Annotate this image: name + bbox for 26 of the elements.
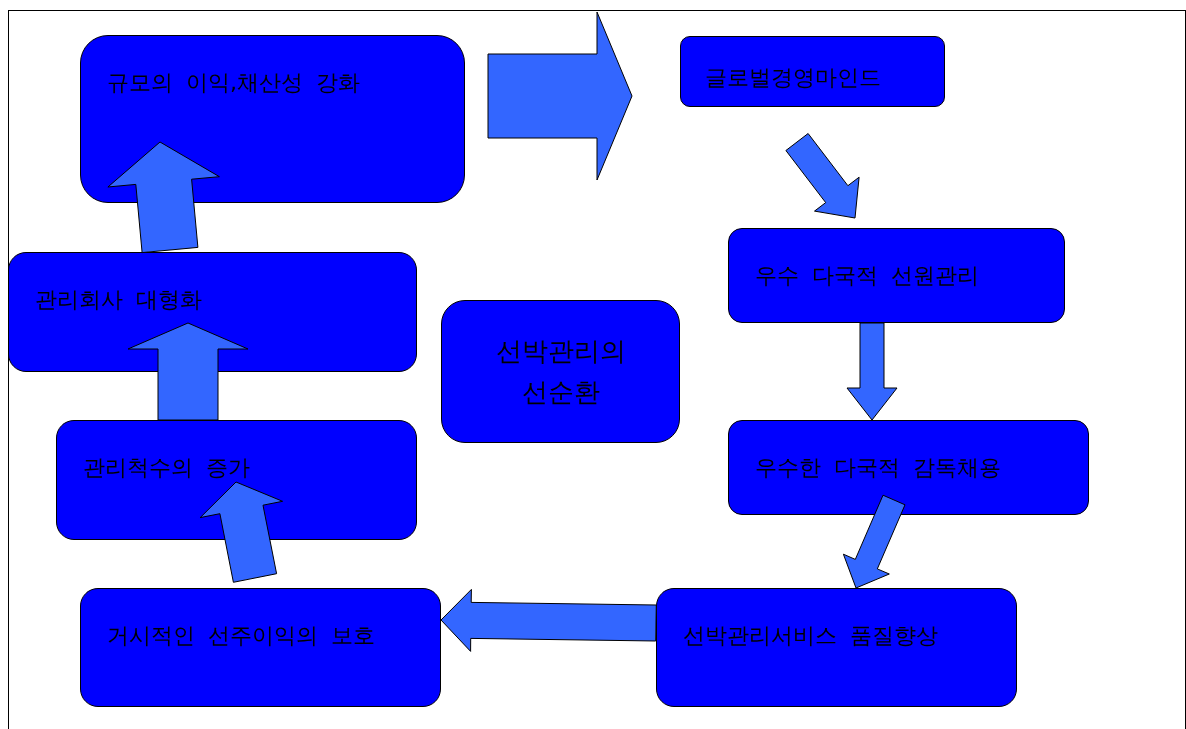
process-box xyxy=(80,588,441,707)
block-arrow xyxy=(107,141,220,254)
block-arrow xyxy=(846,322,898,421)
block-arrow xyxy=(487,11,633,181)
process-box xyxy=(80,35,465,203)
box-label: 거시적인 선주이익의 보호 xyxy=(107,622,375,650)
box-label: 우수 다국적 선원관리 xyxy=(755,262,979,290)
title-box xyxy=(441,300,680,443)
box-label: 관리회사 대형화 xyxy=(35,286,202,314)
box-label: 글로벌경영마인드 xyxy=(705,64,881,92)
block-arrow xyxy=(199,481,284,583)
box-label: 선박관리의 선순환 xyxy=(494,335,627,409)
block-arrow xyxy=(785,133,860,219)
process-box xyxy=(8,252,417,372)
process-box xyxy=(728,228,1065,323)
block-arrow xyxy=(440,588,657,652)
box-label: 우수한 다국적 감독채용 xyxy=(755,454,1001,482)
box-label: 관리척수의 증가 xyxy=(83,454,250,482)
process-box xyxy=(680,36,945,107)
block-arrow xyxy=(127,322,249,421)
process-box xyxy=(56,420,417,540)
block-arrow xyxy=(842,494,906,589)
box-label: 규모의 이익,채산성 강화 xyxy=(107,69,360,97)
process-box xyxy=(656,588,1017,707)
process-box xyxy=(728,420,1089,515)
box-label: 선박관리서비스 품질향상 xyxy=(683,622,938,650)
